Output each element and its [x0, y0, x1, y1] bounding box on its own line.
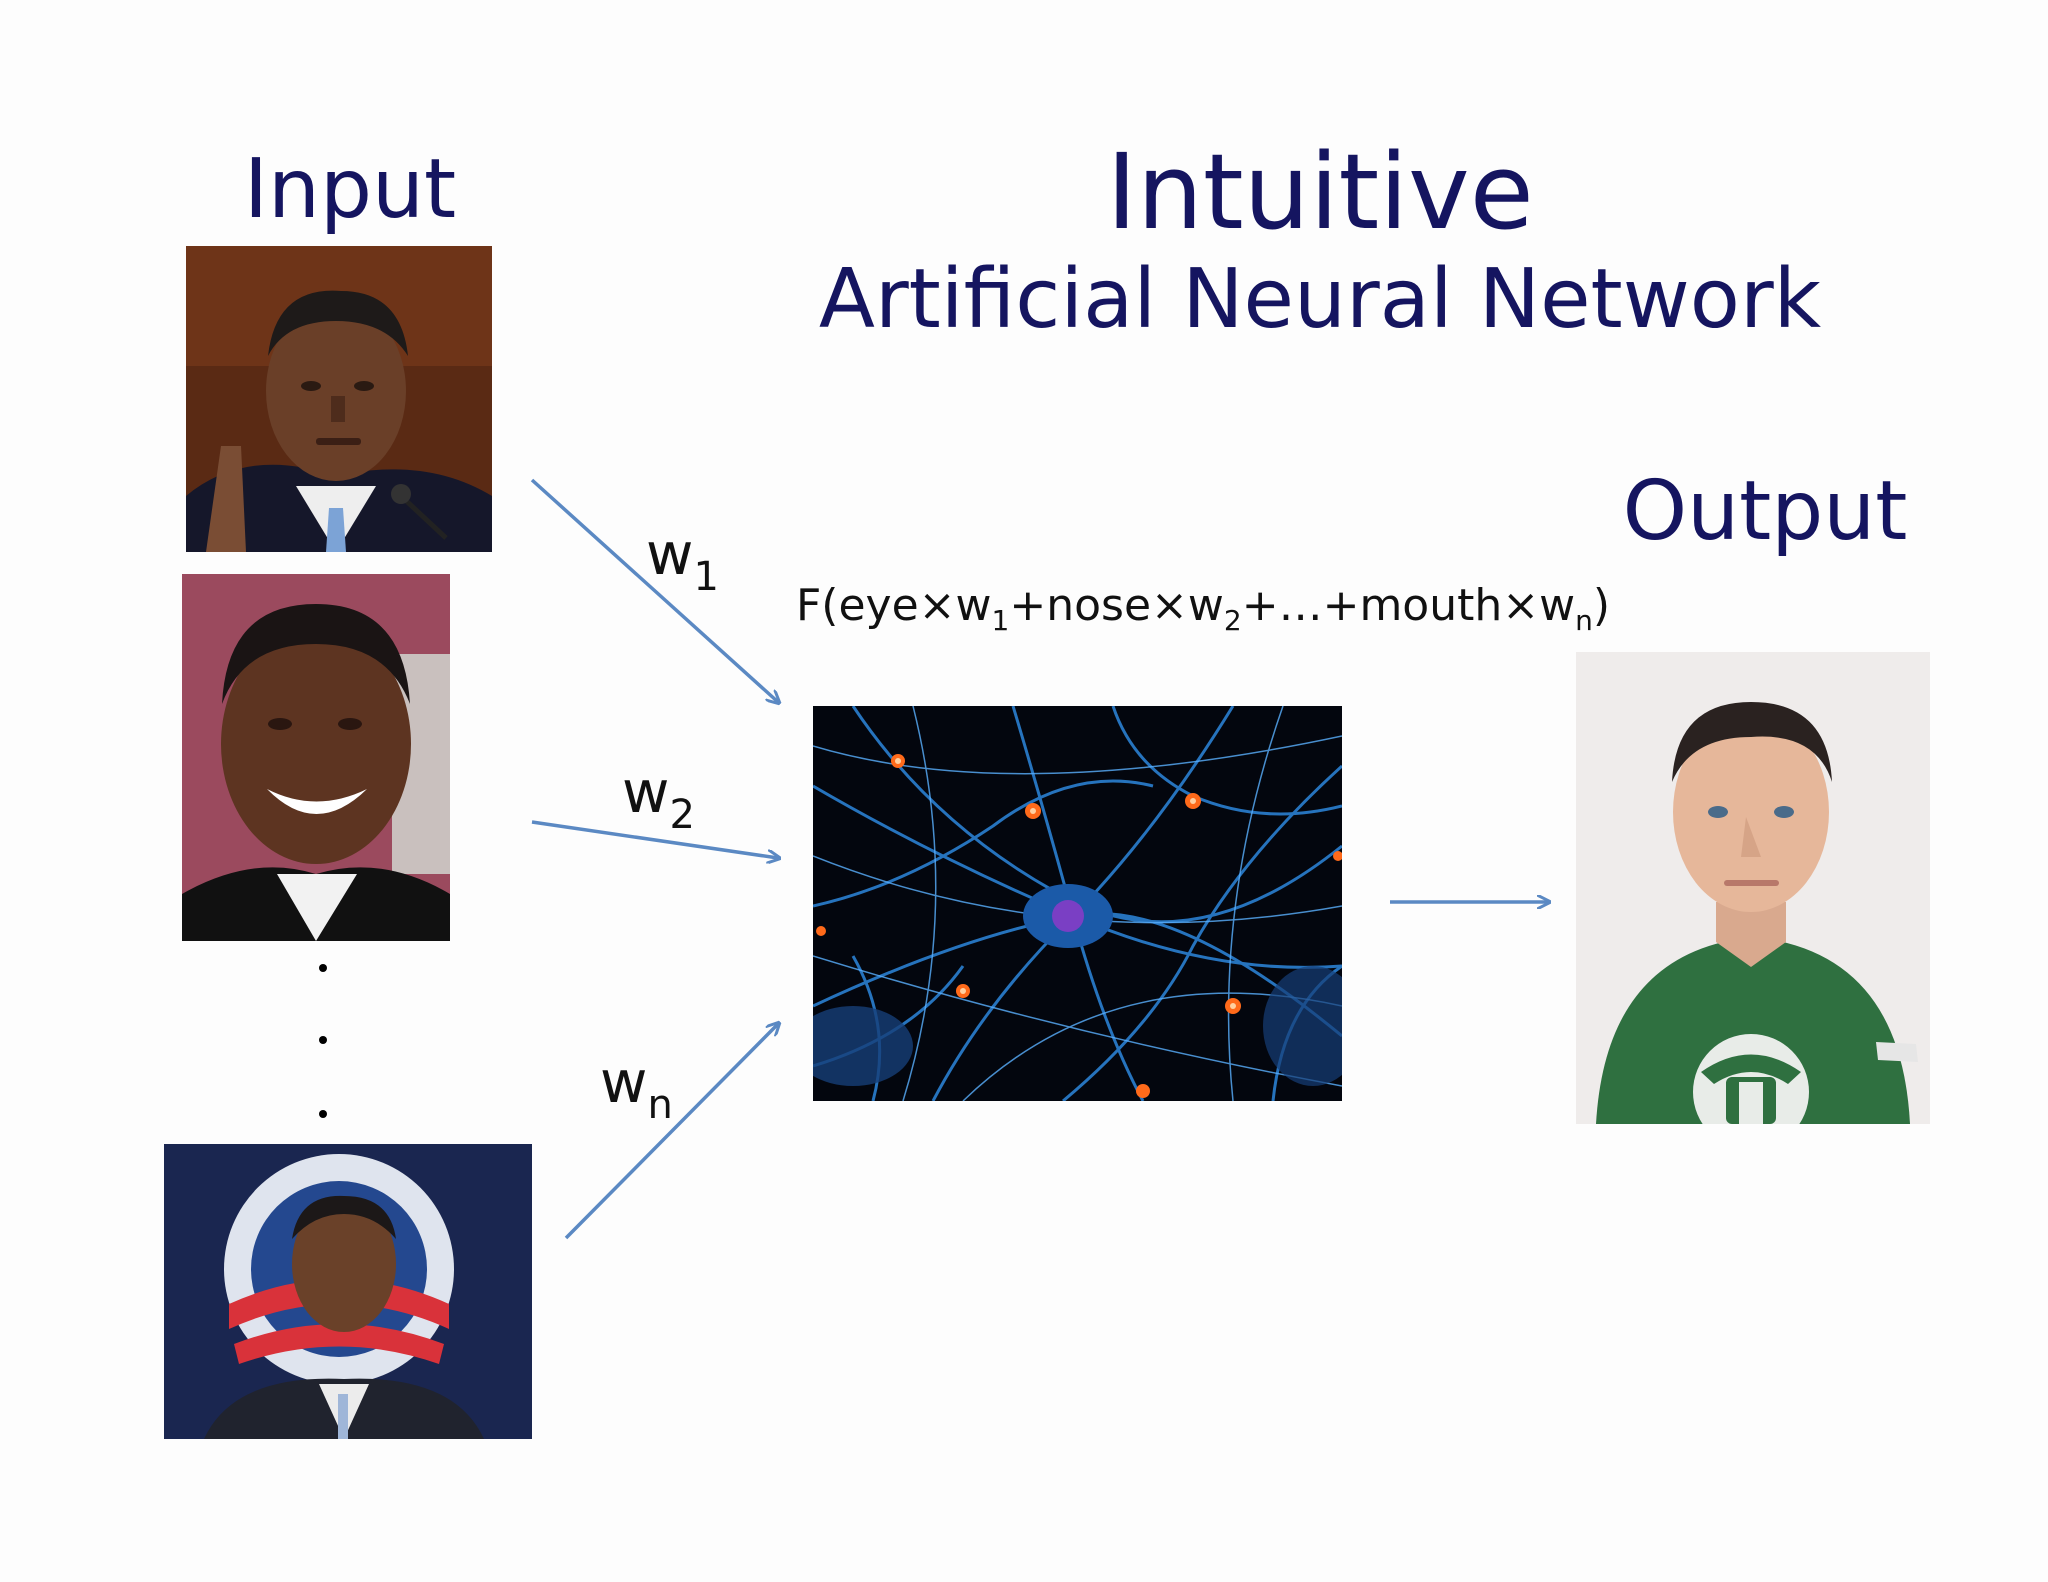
weight-label-n: wn	[600, 1048, 673, 1128]
activation-formula: F(eye×w1+nose×w2+…+mouth×wn)	[796, 580, 1610, 637]
weight-label-1: w1	[646, 520, 719, 600]
weight-label-2: w2	[622, 758, 695, 838]
